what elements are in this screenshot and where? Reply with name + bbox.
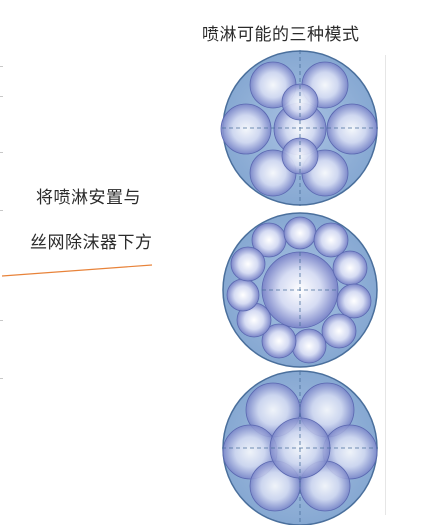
spray-pattern-1 (220, 50, 378, 206)
spray-pattern-3 (222, 370, 378, 525)
centerlines (222, 371, 378, 525)
centerlines (262, 252, 338, 328)
centerlines (222, 50, 378, 206)
spray-circles (220, 61, 378, 197)
spray-circles (226, 216, 372, 364)
edge-tick (0, 96, 3, 97)
edge-tick (0, 378, 3, 379)
diagram-title: 喷淋可能的三种模式 (202, 25, 360, 45)
leader-line (1, 264, 153, 277)
note-line-1: 将喷淋安置与 (36, 188, 141, 208)
note-line-2: 丝网除沫器下方 (30, 233, 153, 253)
edge-tick (0, 66, 3, 67)
spray-circles (222, 382, 378, 512)
edge-tick (0, 320, 3, 321)
edge-tick (0, 210, 3, 211)
divider-line (385, 55, 386, 515)
edge-tick (0, 152, 3, 153)
spray-pattern-2 (222, 212, 378, 368)
